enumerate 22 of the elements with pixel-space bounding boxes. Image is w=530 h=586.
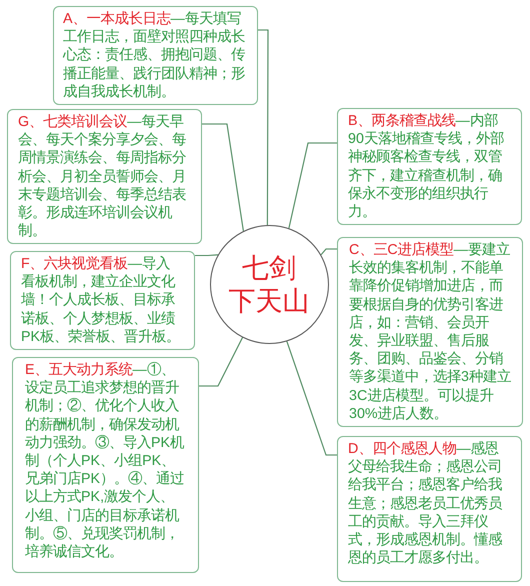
item-text: E、五大动力系统—①、设定员工追求梦想的晋升机制；②、优化个人收入的薪酬机制，确保发动机动力强劲。③、导入PK机制（个人PK、小组PK、兄弟门店PK）。④、通过以上方式PK,激发个人、小组、门店的目标承诺机制。⑤、兑现奖罚机制，培养诚信文化。 bbox=[25, 361, 186, 562]
item-text: D、四个感恩人物—感恩父母给我生命；感恩公司给我平台；感恩客户给我生意；感恩老员工优秀员工的贡献。导入三拜仪式，形成感恩机制。懂感恩的员工才愿多付出。 bbox=[348, 440, 504, 568]
item-text: C、三C进店模型—要建立长效的集客机制，不能单靠降价促销增加进店，而要根据自身的优势引客进店，如：营销、会员开发、异业联盟、售后服务、团购、品鉴会、分销等多渠道中，选择3种建立3C进店模型。可以提升30%进店人数。 bbox=[349, 241, 512, 424]
connector-line bbox=[288, 142, 337, 228]
item-text: B、两条稽查战线—内部90天落地稽查专线，外部神秘顾客检查专线，双管齐下，建立稽查机制，确保永不变形的组织执行力。 bbox=[348, 112, 505, 222]
note-card bbox=[337, 108, 522, 226]
connector-line bbox=[320, 248, 337, 256]
connector-line bbox=[202, 123, 244, 232]
item-text: F、六块视觉看板—导入看板机制，建立企业文化墙！个人成长板、目标承诺板、个人梦想板、业绩PK板、荣誉板、晋升板。 bbox=[21, 255, 182, 346]
item-text: G、七类培训会议—每天早会、每天个案分享夕会、每周情景演练会、每周指标分析会、月初全员誓师会、月末专题培训会、每季总结表彰。形成连环培训会议机制。 bbox=[18, 113, 187, 240]
connector-line bbox=[195, 254, 218, 256]
note-card bbox=[53, 6, 258, 106]
connector-line bbox=[199, 337, 243, 387]
connector-line bbox=[286, 341, 337, 456]
note-card bbox=[337, 237, 523, 428]
note-card bbox=[337, 436, 522, 582]
note-card bbox=[10, 251, 195, 350]
note-card bbox=[7, 109, 202, 244]
center-title: 七剑下天山 bbox=[228, 252, 310, 318]
item-text: A、一本成长日志—每天填写工作日志，面壁对照四种成长心态：责任感、拥抱问题、传播正能量、践行团队精神；形成自我成长机制。 bbox=[63, 10, 246, 102]
note-card bbox=[12, 357, 199, 573]
connector-line bbox=[258, 29, 269, 225]
